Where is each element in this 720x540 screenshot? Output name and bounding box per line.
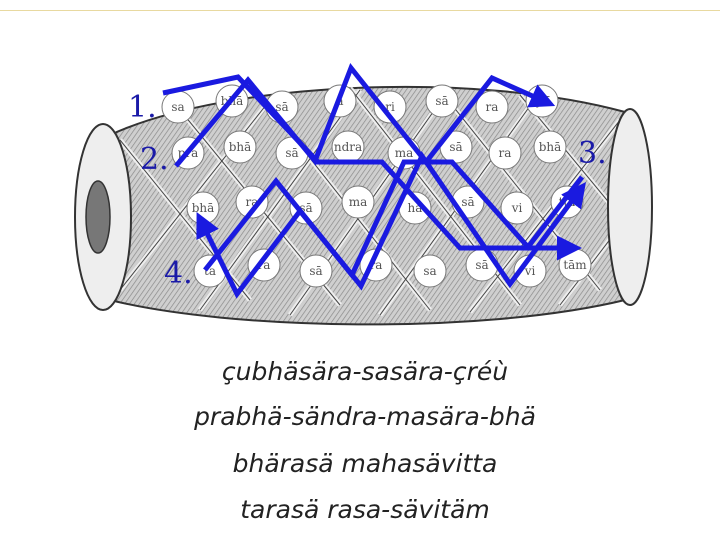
reading-paths [162, 63, 586, 299]
syllable-node: sa [413, 254, 447, 288]
syllable-node: ra [235, 185, 269, 219]
syllable-label: tām [563, 258, 587, 272]
syllable-node: sā [275, 136, 309, 170]
reading-path-2 [174, 63, 556, 168]
syllable-label: sā [285, 146, 298, 160]
verse-line-1: çubhäsära-sasära-çréù [221, 357, 509, 386]
syllable-label: ri [385, 100, 395, 114]
syllable-label: sā [309, 264, 322, 278]
reading-path-4 [203, 150, 586, 291]
syllable-label: sā [435, 94, 448, 108]
verse-line-3: bhärasä mahasävitta [232, 449, 498, 478]
syllable-label: sā [275, 100, 288, 114]
path-marker-1: 1. [128, 90, 157, 125]
syllable-node: sā [299, 254, 333, 288]
path-marker-3: 3. [578, 136, 607, 171]
top-divider [0, 10, 720, 11]
verse-line-2: prabhä-sändra-masära-bhä [194, 402, 536, 431]
syllable-node: sā [425, 84, 459, 118]
syllable-label: ta [204, 264, 216, 278]
syllable-node: ndra [331, 130, 365, 164]
syllable-label: bhā [192, 201, 215, 215]
syllable-node: ra [488, 136, 522, 170]
syllable-label: vi [524, 264, 536, 278]
syllable-label: bhā [229, 140, 252, 154]
syllable-node: tām [558, 248, 592, 282]
syllable-node: bhā [533, 130, 567, 164]
syllable-node: vi [500, 191, 534, 225]
syllable-label: sā [475, 258, 488, 272]
syllable-label: ra [499, 146, 512, 160]
syllable-node: ra [475, 90, 509, 124]
syllable-node: sa [161, 90, 195, 124]
path-marker-2: 2. [140, 142, 169, 177]
syllable-node: bhā [223, 130, 257, 164]
reading-path-3 [196, 159, 584, 299]
drum-left-head [74, 123, 132, 311]
reading-path-1 [162, 74, 582, 261]
drum-right-head [607, 108, 653, 306]
syllable-label: ma [395, 146, 414, 160]
path-markers: 1. 2. 3. 4. [128, 90, 607, 291]
syllable-label: bhā [539, 140, 562, 154]
syllable-node: sā [465, 248, 499, 282]
syllable-node: ma [341, 185, 375, 219]
syllable-label: sā [461, 195, 474, 209]
syllable-node: bhā [186, 191, 220, 225]
syllable-label: ndra [334, 140, 362, 154]
syllable-label: sa [423, 264, 436, 278]
syllable-label: ma [349, 195, 368, 209]
syllable-label: vi [511, 201, 523, 215]
syllable-label: sā [449, 140, 462, 154]
syllable-label: sa [171, 100, 184, 114]
path-marker-4: 4. [164, 256, 193, 291]
syllable-label: ra [486, 100, 499, 114]
verse-line-4: tarasä rasa-sävitäm [240, 495, 490, 524]
syllable-node: ri [373, 90, 407, 124]
